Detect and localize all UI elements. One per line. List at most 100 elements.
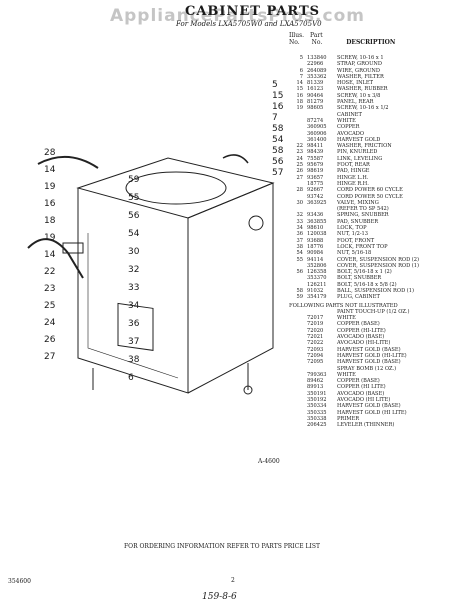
- part-description: HARVEST GOLD (HI-LITE): [337, 352, 407, 359]
- part-number: 89913: [307, 384, 324, 391]
- part-description: HARVEST GOLD: [337, 136, 381, 143]
- part-description: PANEL, REAR: [337, 99, 374, 106]
- ground-strap: [222, 154, 249, 164]
- part-description: COPPER (BASE): [337, 378, 380, 385]
- callout-number: 38: [128, 355, 140, 365]
- part-description: PAD, HINGE: [337, 168, 370, 175]
- part-number: 72017: [307, 315, 324, 322]
- suspension-ball: [248, 215, 264, 231]
- part-number: 361400: [307, 136, 327, 143]
- part-description: AVOCADO (BASE): [337, 390, 385, 397]
- part-number: 360906: [307, 130, 327, 137]
- callout-number: 58: [272, 124, 284, 134]
- part-number: 87274: [307, 117, 324, 124]
- part-description: PAD, SNUBBER: [337, 218, 379, 225]
- part-number: 350338: [307, 415, 327, 422]
- part-number: 206425: [307, 422, 327, 429]
- part-row: 19 98605 SCREW, 10-16 x 1/2: [289, 105, 469, 111]
- part-description: AVOCADO (BASE): [337, 334, 385, 341]
- part-number: 72019: [307, 321, 324, 328]
- part-description: WASHER, FRICTION: [337, 143, 392, 150]
- part-description: LOCK, FRONT TOP: [337, 243, 388, 250]
- illus-number: 30: [296, 199, 303, 206]
- part-description: PRIMER: [337, 415, 360, 422]
- illus-number: 56: [296, 269, 303, 276]
- part-number: 133840: [307, 55, 327, 61]
- part-description: VALVE, MIXING: [337, 199, 379, 206]
- header-no: No.: [289, 39, 300, 46]
- part-description: LEVELER (THINNER): [337, 422, 395, 429]
- illus-number: 59: [296, 294, 303, 301]
- callout-number: 19: [44, 182, 56, 192]
- part-number: 350334: [307, 403, 327, 410]
- illus-number: 28: [296, 187, 303, 194]
- part-description: HINGE L.H.: [337, 174, 369, 181]
- part-row: 72019 COPPER (BASE): [289, 321, 469, 327]
- part-number: 18776: [307, 243, 324, 250]
- part-description: AVOCADO (HI-LITE): [337, 340, 391, 347]
- part-description: WHITE: [337, 117, 356, 124]
- illus-number: 6: [299, 67, 303, 74]
- illus-number: 14: [296, 80, 303, 87]
- part-description: FOOT, FRONT: [337, 237, 375, 244]
- callout-number: 14: [44, 165, 56, 175]
- part-number: 98605: [307, 105, 324, 112]
- illus-number: 38: [296, 243, 303, 250]
- part-description: COPPER (BASE): [337, 321, 380, 328]
- part-row: 87274 WHITE: [289, 118, 469, 124]
- illus-number: 5: [299, 55, 303, 61]
- part-description: LINK, LEVELING: [337, 155, 383, 162]
- part-description: WHITE: [337, 315, 356, 322]
- illus-number: 18: [296, 99, 303, 106]
- callout-number: 5: [272, 80, 278, 90]
- illus-number: 19: [296, 105, 303, 112]
- callout-number: 34: [128, 301, 140, 311]
- illus-number: 22: [296, 143, 303, 150]
- part-description: COPPER: [337, 124, 360, 131]
- part-number: 92667: [307, 187, 324, 194]
- part-description: NUT, 1/2-13: [337, 231, 369, 238]
- inlet-hose: [27, 238, 84, 279]
- part-number: 354179: [307, 294, 327, 301]
- illus-number: 25: [296, 162, 303, 169]
- part-description: COPPER (HI LITE): [337, 384, 386, 391]
- cabinet-front: [77, 188, 189, 394]
- part-number: 81339: [307, 80, 324, 87]
- part-number: 98619: [307, 168, 324, 175]
- callout-number: 16: [272, 102, 284, 112]
- part-description: CORD POWER 50 CYCLE: [337, 193, 403, 200]
- part-row: 350338 PRIMER: [289, 416, 469, 422]
- footer-note: FOR ORDERING INFORMATION REFER TO PARTS …: [124, 543, 321, 550]
- part-row: SPRAY BOMB (12 OZ.): [289, 366, 469, 372]
- callout-number: 36: [128, 319, 140, 329]
- part-description: SCREW, 10-16 x 1/2: [337, 105, 389, 112]
- part-number: 95679: [307, 162, 324, 169]
- part-number: 353362: [307, 73, 327, 80]
- part-description: PLUG, CABINET: [337, 294, 380, 301]
- part-number: 93657: [307, 174, 324, 181]
- callout-number: 16: [44, 199, 56, 209]
